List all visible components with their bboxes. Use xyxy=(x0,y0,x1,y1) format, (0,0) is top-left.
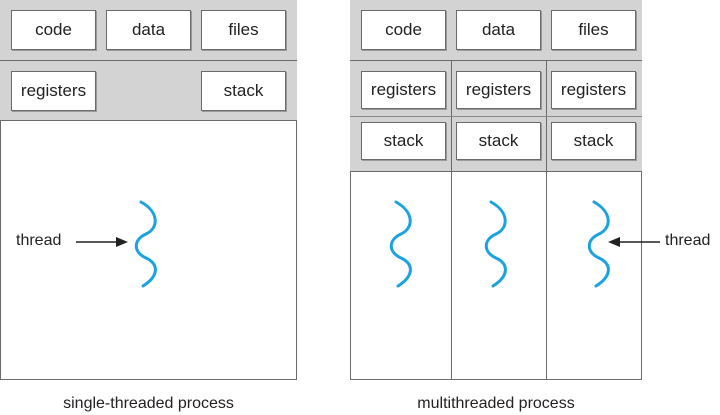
single-thread-label: thread xyxy=(16,232,62,249)
multi-files-box: files xyxy=(551,10,636,50)
single-threaded-caption: single-threaded process xyxy=(63,395,234,412)
multi-thread-divider-2 xyxy=(546,61,547,380)
multi-context-separator xyxy=(350,116,642,117)
multi-code-box: code xyxy=(361,10,446,50)
multi-thread-squiggle-icon-3 xyxy=(587,200,610,288)
multithreaded-caption: multithreaded process xyxy=(417,395,575,412)
multi-thread-label: thread xyxy=(665,232,711,249)
single-code-box: code xyxy=(11,10,96,50)
multi-data-box: data xyxy=(456,10,541,50)
single-thread-arrow xyxy=(76,237,128,247)
multi-registers-box-3: registers xyxy=(551,71,636,109)
multi-stack-box-3: stack xyxy=(551,122,636,160)
multi-stack-box-2: stack xyxy=(456,122,541,160)
multi-thread-arrow xyxy=(608,237,660,247)
single-registers-box: registers xyxy=(11,71,96,111)
single-data-box: data xyxy=(106,10,191,50)
multi-registers-box-1: registers xyxy=(361,71,446,109)
single-thread-squiggle-icon xyxy=(134,200,157,288)
multi-registers-box-2: registers xyxy=(456,71,541,109)
multi-stack-box-1: stack xyxy=(361,122,446,160)
single-stack-box: stack xyxy=(201,71,286,111)
multi-thread-divider-1 xyxy=(451,61,452,380)
single-files-box: files xyxy=(201,10,286,50)
multi-thread-squiggle-icon-1 xyxy=(389,200,412,288)
multi-thread-squiggle-icon-2 xyxy=(484,200,507,288)
